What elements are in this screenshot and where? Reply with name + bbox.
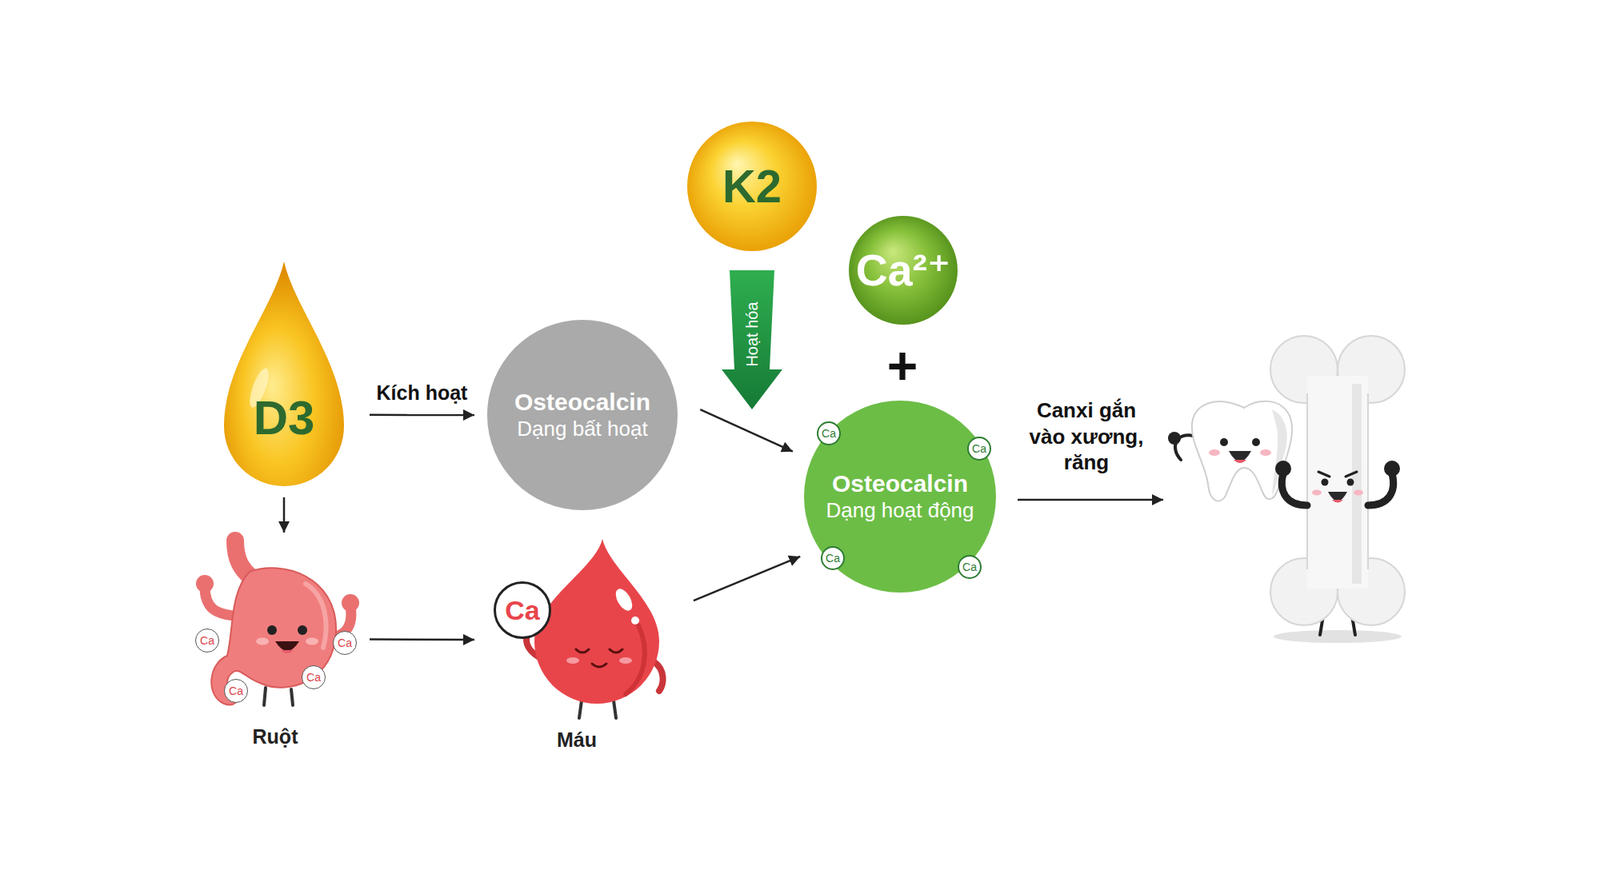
node-title: Ruột	[252, 724, 299, 749]
inactive-circle: OsteocalcinDạng bất hoạt	[486, 319, 679, 512]
calcium-badge: Ca	[224, 679, 248, 704]
node-title: D3	[253, 389, 316, 448]
flow-arrow	[700, 409, 793, 452]
node-title: Ca²⁺	[856, 244, 952, 298]
vitamin-drop: D3	[222, 260, 346, 488]
blood-figure: Máu	[489, 537, 664, 754]
calcium-ion: Ca²⁺	[848, 215, 959, 326]
node-subtitle: Dạng hoạt động	[825, 498, 974, 524]
flow-arrow	[283, 497, 286, 533]
flow-arrow	[369, 638, 475, 641]
node-title: Osteocalcin	[514, 388, 651, 417]
calcium-badge: Ca	[816, 421, 841, 446]
calcium-badge: Ca	[967, 436, 992, 461]
flow-arrow	[369, 414, 475, 417]
edge-label: Kích hoạt	[374, 380, 471, 404]
calcium-badge: Ca	[301, 665, 326, 690]
blood-figure-outline	[489, 537, 664, 754]
node-title: K2	[722, 158, 782, 215]
result-label: Canxi gắn vào xương, răng	[1018, 397, 1155, 476]
calcium-badge: Ca	[332, 631, 357, 656]
calcium-badge: Ca	[195, 628, 220, 653]
result-arrow	[1017, 499, 1164, 502]
bone-figure	[1270, 336, 1405, 644]
flow-arrow	[693, 556, 800, 601]
vitamin-drop-outline	[222, 260, 346, 488]
tooth-figure	[1168, 401, 1292, 502]
calcium-sign: Ca	[493, 581, 552, 640]
arrow-label: Hoạt hóa	[743, 301, 761, 367]
calcium-badge: Ca	[957, 555, 982, 580]
node-title: Osteocalcin	[832, 469, 968, 499]
node-subtitle: Dạng bất hoạt	[516, 416, 648, 442]
plus-sign: +	[887, 336, 919, 396]
node-title: Máu	[556, 728, 597, 752]
calcium-badge: Ca	[820, 546, 845, 571]
vitamin-circle: K2	[686, 120, 818, 252]
activation-arrow	[721, 270, 783, 410]
